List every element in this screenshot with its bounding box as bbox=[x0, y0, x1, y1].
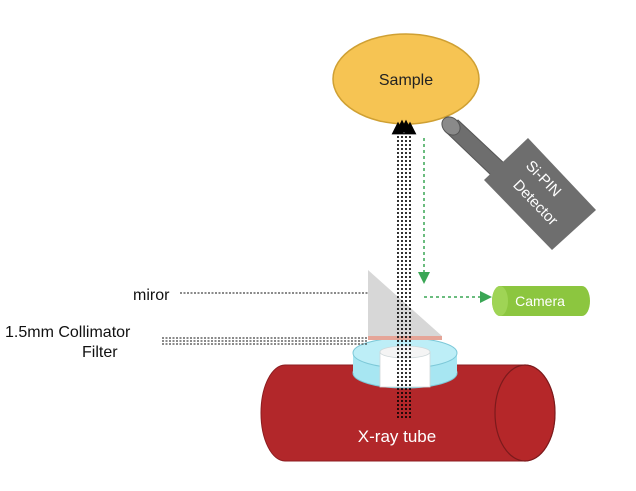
camera: Camera bbox=[492, 286, 590, 316]
xray-tube bbox=[260, 364, 556, 462]
mirror-label: miror bbox=[133, 287, 170, 304]
sample-label: Sample bbox=[379, 72, 433, 89]
si-pin-detector: Si-PIN Detector bbox=[441, 116, 596, 250]
leader-lines bbox=[162, 292, 368, 345]
camera-label: Camera bbox=[515, 293, 565, 309]
xray-beams bbox=[391, 119, 417, 418]
filter-strip bbox=[368, 336, 442, 340]
filter-label: Filter bbox=[82, 344, 118, 361]
mirror bbox=[368, 270, 442, 336]
xray-tube-label: X-ray tube bbox=[358, 427, 436, 446]
sample: Sample bbox=[332, 33, 480, 125]
collimator-label: 1.5mm Collimator bbox=[5, 324, 131, 341]
camera-optical-path bbox=[418, 138, 492, 303]
collimator-block bbox=[352, 337, 458, 389]
